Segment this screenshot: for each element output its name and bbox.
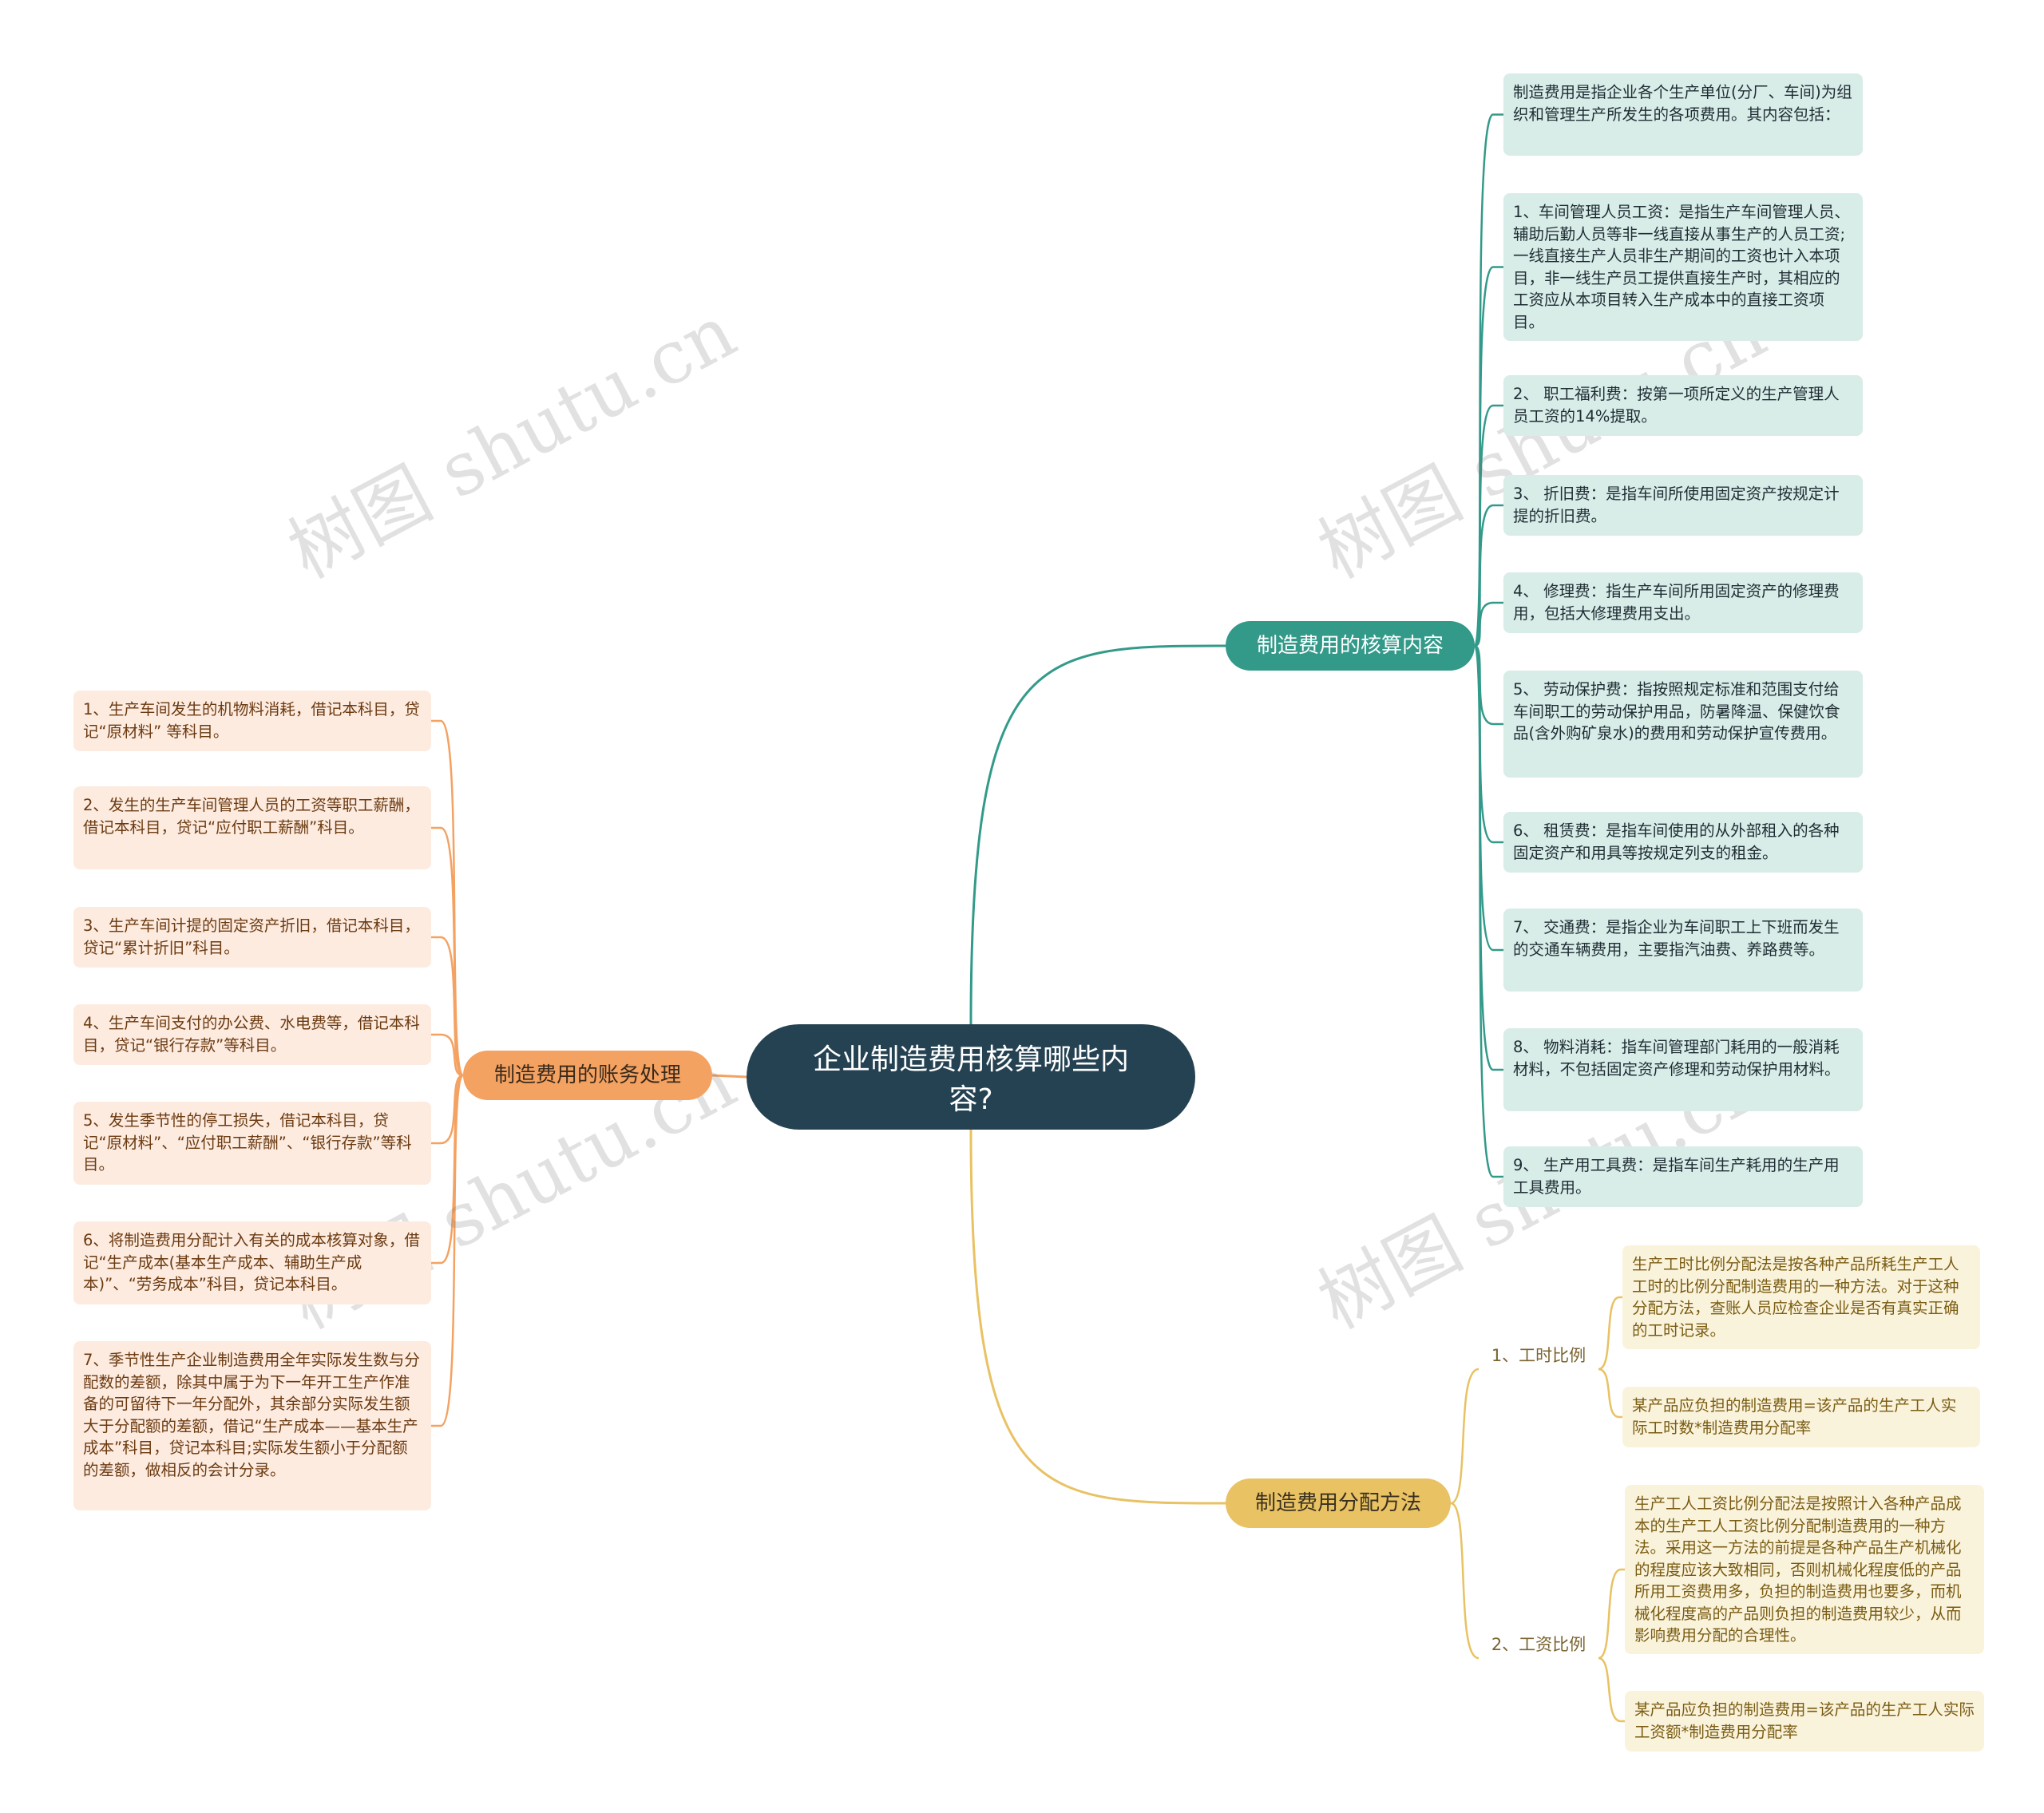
connector-line xyxy=(1450,1502,1598,1660)
bookkeeping-leaf[interactable]: 6、将制造费用分配计入有关的成本核算对象，借记“生产成本(基本生产成本、辅助生产… xyxy=(73,1221,431,1304)
allocation-leaf[interactable]: 某产品应负担的制造费用=该产品的生产工人实际工时数*制造费用分配率 xyxy=(1622,1387,1980,1447)
bookkeeping-leaf[interactable]: 4、生产车间支付的办公费、水电费等，借记本科目，贷记“银行存款”等科目。 xyxy=(73,1004,431,1065)
connector-line xyxy=(1598,1657,1625,1723)
content-leaf[interactable]: 8、 物料消耗：指车间管理部门耗用的一般消耗材料，不包括固定资产修理和劳动保护用… xyxy=(1503,1028,1863,1111)
allocation-leaf[interactable]: 生产工人工资比例分配法是按照计入各种产品成本的生产工人工资比例分配制造费用的一种… xyxy=(1625,1485,1984,1654)
bookkeeping-leaf[interactable]: 1、生产车间发生的机物料消耗，借记本科目，贷记“原材料” 等科目。 xyxy=(73,691,431,751)
allocation-leaf[interactable]: 生产工时比例分配法是按各种产品所耗生产工人工时的比例分配制造费用的一种方法。对于… xyxy=(1622,1245,1980,1349)
connector-line xyxy=(431,826,465,1077)
sub-labor-hours[interactable]: 1、工时比例 xyxy=(1479,1344,1598,1372)
content-leaf[interactable]: 5、 劳动保护费：指按照规定标准和范围支付给车间职工的劳动保护用品，防暑降温、保… xyxy=(1503,671,1863,778)
connector-line xyxy=(1473,504,1503,647)
content-leaf[interactable]: 6、 租赁费：是指车间使用的从外部租入的各种固定资产和用具等按规定列支的租金。 xyxy=(1503,812,1863,873)
content-leaf[interactable]: 制造费用是指企业各个生产单位(分厂、车间)为组织和管理生产所发生的各项费用。其内… xyxy=(1503,73,1863,156)
sub-wages[interactable]: 2、工资比例 xyxy=(1479,1633,1598,1661)
content-leaf[interactable]: 3、 折旧费：是指车间所使用固定资产按规定计提的折旧费。 xyxy=(1503,475,1863,536)
branch-allocation-method[interactable]: 制造费用分配方法 xyxy=(1226,1479,1451,1528)
connector-line xyxy=(431,1033,464,1077)
root-topic[interactable]: 企业制造费用核算哪些内容? xyxy=(747,1024,1195,1130)
branch-bookkeeping[interactable]: 制造费用的账务处理 xyxy=(463,1051,712,1100)
bookkeeping-leaf[interactable]: 7、季节性生产企业制造费用全年实际发生数与分配数的差额，除其中属于为下一年开工生… xyxy=(73,1341,431,1510)
connector-line xyxy=(1450,1368,1598,1505)
content-leaf[interactable]: 1、车间管理人员工资：是指生产车间管理人员、辅助后勤人员等非一线直接从事生产的人… xyxy=(1503,193,1863,341)
connector-line xyxy=(1598,1568,1625,1660)
connector-line xyxy=(969,644,1226,1025)
connector-line xyxy=(431,1074,464,1145)
connector-line xyxy=(969,1129,1226,1505)
bookkeeping-leaf[interactable]: 5、发生季节性的停工损失，借记本科目，贷记“原材料”、“应付职工薪酬”、“银行存… xyxy=(73,1102,431,1185)
bookkeeping-leaf[interactable]: 3、生产车间计提的固定资产折旧，借记本科目，贷记“累计折旧”科目。 xyxy=(73,907,431,968)
connector-line xyxy=(431,936,464,1077)
allocation-leaf[interactable]: 某产品应负担的制造费用=该产品的生产工人实际工资额*制造费用分配率 xyxy=(1625,1691,1984,1752)
content-leaf[interactable]: 4、 修理费：指生产车间所用固定资产的修理费用，包括大修理费用支出。 xyxy=(1503,572,1863,633)
connector-line xyxy=(1474,601,1503,647)
connector-line xyxy=(431,1074,465,1427)
connector-line xyxy=(431,719,465,1077)
connector-line xyxy=(1598,1296,1622,1371)
content-leaf[interactable]: 2、 职工福利费：按第一项所定义的生产管理人员工资的14%提取。 xyxy=(1503,375,1863,436)
connector-line xyxy=(1598,1368,1622,1419)
content-leaf[interactable]: 9、 生产用工具费：是指车间生产耗用的生产用工具费用。 xyxy=(1503,1146,1863,1207)
connector-line xyxy=(711,1074,747,1079)
bookkeeping-leaf[interactable]: 2、发生的生产车间管理人员的工资等职工薪酬，借记本科目，贷记“应付职工薪酬”科目… xyxy=(73,786,431,869)
content-leaf[interactable]: 7、 交通费：是指企业为车间职工上下班而发生的交通车辆费用，主要指汽油费、养路费… xyxy=(1503,908,1863,992)
branch-accounting-content[interactable]: 制造费用的核算内容 xyxy=(1226,621,1475,671)
connector-line xyxy=(1473,644,1503,1178)
